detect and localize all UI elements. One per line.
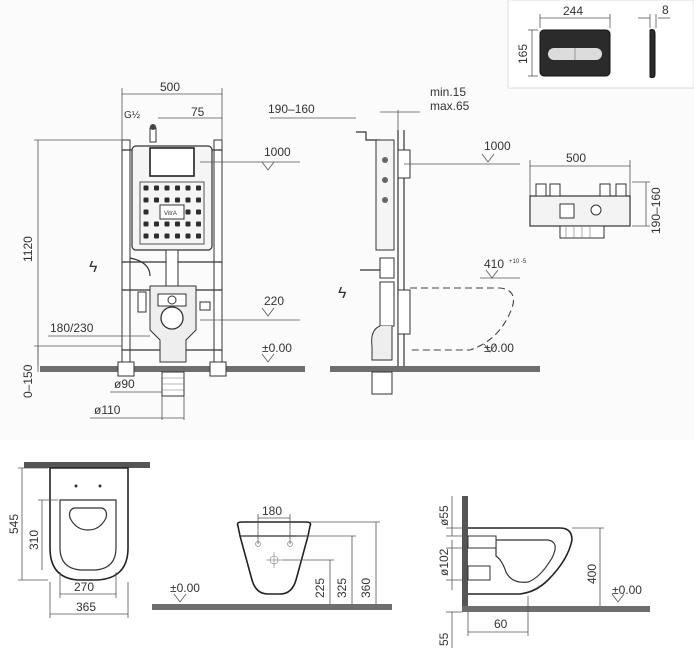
- wall-min-label: min.15: [430, 85, 466, 99]
- cistern-vent-hole: [143, 197, 149, 203]
- flush-plate-inset: 244 165 8: [507, 0, 694, 89]
- offset-55-label: 55: [437, 632, 451, 646]
- wall-line-wc-side: [462, 496, 468, 608]
- wall-max-label: max.65: [430, 99, 470, 113]
- level-zero-wc-side: ±0.00: [612, 583, 642, 597]
- outlet-height-label: 180/230: [50, 321, 94, 335]
- cistern-vent-hole: [164, 197, 170, 203]
- vitra-logo: VitrA: [164, 211, 177, 217]
- floor-line-wc-side: [462, 606, 650, 612]
- cistern-vent-hole: [185, 185, 191, 191]
- side-depth-label: 190–160: [268, 102, 315, 116]
- plate-width-label: 244: [563, 4, 583, 18]
- frame-side-view: ϟ 190–160 min.15 max.65 1000 410 +10 -5 …: [268, 85, 540, 395]
- inlet-offset-label: 75: [191, 105, 205, 119]
- level-zero-wc-front: ±0.00: [170, 581, 200, 595]
- cistern-vent-hole: [164, 233, 170, 239]
- floor-line-front: [40, 366, 305, 372]
- level-zero-side: ±0.00: [484, 341, 514, 355]
- h360-label: 360: [359, 578, 373, 598]
- cistern-vent-hole: [196, 197, 201, 203]
- pipe-d110-label: ø110: [94, 403, 121, 417]
- height-400-label: 400: [585, 564, 599, 584]
- level-410-side: 410: [484, 257, 504, 271]
- wc-seat-width-label: 270: [74, 580, 94, 594]
- wc-width-label: 365: [76, 600, 96, 614]
- top-width-label: 500: [566, 151, 586, 165]
- offset-60-label: 60: [494, 617, 508, 631]
- level-410-tolerance: +10 -5: [509, 259, 527, 265]
- d102-label: ø102: [437, 548, 451, 576]
- level-1000-side: 1000: [484, 139, 511, 153]
- level-1000-front: 1000: [264, 145, 291, 159]
- floor-adjust-label: 0–150: [21, 364, 35, 398]
- cistern-vent-hole: [143, 209, 149, 215]
- wc-seat-length-label: 310: [27, 530, 41, 550]
- fix-spacing-label: 180: [262, 504, 282, 518]
- electric-symbol-side: ϟ: [338, 285, 347, 302]
- cistern-vent-hole: [175, 221, 180, 227]
- plate-height-label: 165: [516, 44, 530, 64]
- cistern-vent-hole: [196, 221, 201, 227]
- cistern-vent-hole: [154, 221, 159, 227]
- wc-top-outline: [49, 467, 129, 581]
- frame-front-view: VitrA ϟ 500 G½ 75 1120 0–1: [21, 80, 305, 420]
- cistern-vent-hole: [164, 185, 170, 191]
- wc-top-view: 545 310 270 365: [7, 462, 150, 618]
- cistern-vent-hole: [154, 233, 159, 239]
- level-220-front: 220: [264, 294, 284, 308]
- cistern-vent-hole: [185, 209, 191, 215]
- floor-line-side: [330, 366, 540, 372]
- top-depth-label: 190–160: [649, 187, 663, 234]
- cistern-vent-hole: [143, 233, 149, 239]
- inlet-label: G½: [124, 110, 141, 121]
- cistern-vent-hole: [154, 185, 159, 191]
- cistern-vent-hole: [185, 197, 191, 203]
- cistern-vent-hole: [175, 185, 180, 191]
- electric-symbol-front: ϟ: [89, 259, 98, 276]
- cistern-vent-hole: [185, 221, 191, 227]
- d55-label: ø55: [437, 505, 451, 526]
- wc-length-label: 545: [7, 514, 21, 534]
- wc-front-view: 180 225 325 360 ±0.00: [152, 504, 392, 610]
- cistern-vent-hole: [185, 233, 191, 239]
- frame-width-label: 500: [160, 80, 180, 94]
- level-zero-front: ±0.00: [262, 341, 292, 355]
- wc-outline-dashed: [410, 287, 515, 351]
- pipe-d90-label: ø90: [114, 377, 135, 391]
- cistern-vent-hole: [175, 233, 180, 239]
- cistern-vent-hole: [164, 221, 170, 227]
- cistern-vent-hole: [196, 233, 201, 239]
- cistern-vent-hole: [196, 209, 201, 215]
- cistern-vent-hole: [196, 185, 201, 191]
- floor-line-wc-front: [152, 604, 392, 610]
- cistern-vent-hole: [143, 221, 149, 227]
- frame-top-view: 500 190–160: [529, 151, 663, 239]
- frame-height-label: 1120: [21, 236, 35, 262]
- cistern-vent-hole: [143, 185, 149, 191]
- cistern-vent-hole: [175, 197, 180, 203]
- cistern-vent-hole: [154, 197, 159, 203]
- h325-label: 325: [335, 578, 349, 598]
- plate-thickness-label: 8: [662, 3, 669, 17]
- wc-side-view: ø55 ø102 400 ±0.00 55 60: [437, 496, 650, 648]
- h225-label: 225: [313, 578, 327, 598]
- wall-line-wc-top: [24, 462, 150, 468]
